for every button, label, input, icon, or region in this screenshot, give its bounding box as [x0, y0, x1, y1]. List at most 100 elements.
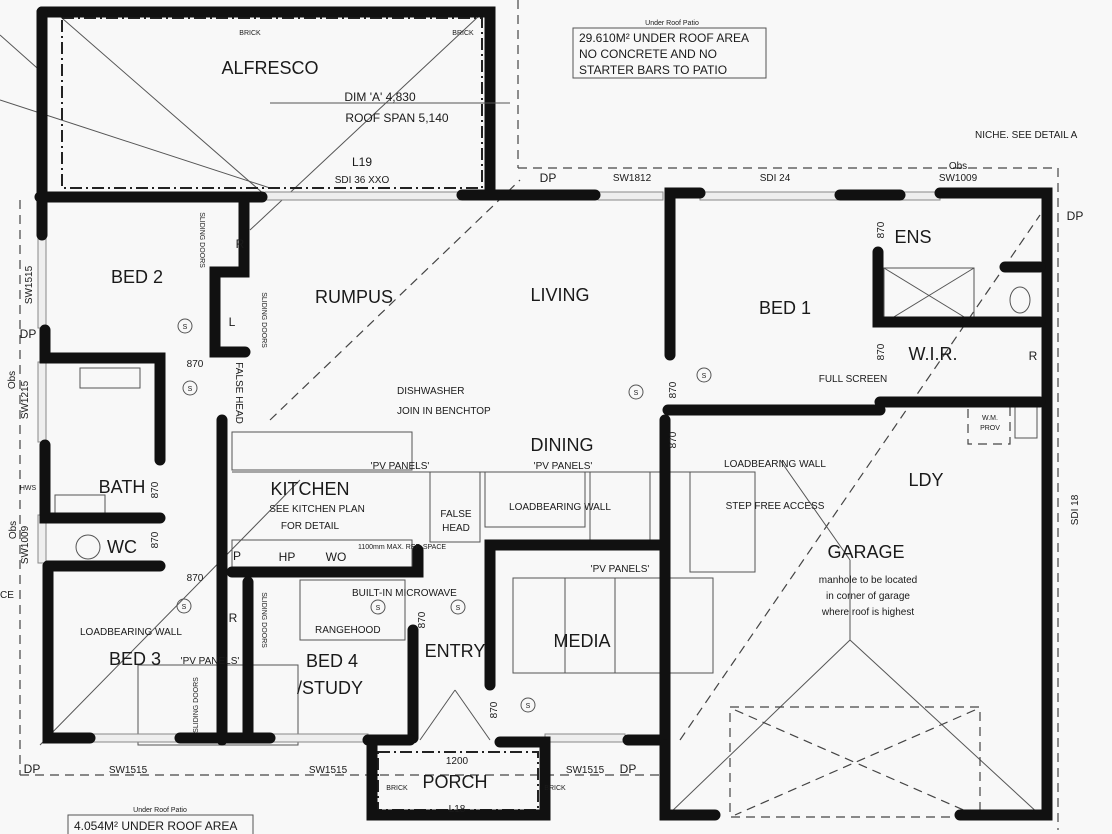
alfresco-dimensions: DIM 'A' 4,830 ROOF SPAN 5,140 L19 SDI 36…	[239, 30, 566, 792]
door-width: 870	[417, 611, 428, 628]
door-width: 870	[489, 701, 500, 718]
room-alfresco: ALFRESCO	[221, 58, 318, 78]
sliding-doors-note: SLIDING DOORS	[260, 292, 267, 348]
room-bath: BATH	[99, 477, 146, 497]
hws-label: HWS	[20, 485, 37, 492]
sliding-doors-note: SLIDING DOORS	[198, 212, 205, 268]
brick-label: BRICK	[544, 785, 566, 792]
step-free-access-note: STEP FREE ACCESS	[726, 501, 825, 512]
dishwasher-note: DISHWASHER	[397, 386, 464, 397]
room-garage: GARAGE	[827, 542, 904, 562]
robe-label: R	[229, 611, 238, 625]
brick-label: BRICK	[452, 30, 474, 37]
sliding-doors-note: SLIDING DOORS	[193, 677, 200, 733]
room-rumpus: RUMPUS	[315, 287, 393, 307]
svg-text:S: S	[182, 604, 187, 611]
patio-note-line: 29.610M² UNDER ROOF AREA	[579, 31, 749, 45]
lintel-label: L19	[352, 155, 372, 169]
room-dining: DINING	[531, 435, 594, 455]
dim-a-label: DIM 'A' 4,830	[344, 90, 416, 104]
room-bed-1: BED 1	[759, 298, 811, 318]
downpipe-label: DP	[24, 762, 41, 776]
room-media: MEDIA	[553, 631, 610, 651]
room-porch: PORCH	[422, 772, 487, 792]
porch-width: 1200	[446, 756, 469, 767]
front-note-caption: Under Roof Patio	[133, 807, 187, 814]
wm-prov-note: PROV	[980, 425, 1000, 432]
front-note-line: 4.054M² UNDER ROOF AREA	[74, 819, 237, 833]
rangehood-note: RANGEHOOD	[315, 625, 381, 636]
full-screen-note: FULL SCREEN	[819, 374, 888, 385]
brick-label: BRICK	[386, 785, 408, 792]
pv-panels-note: 'PV PANELS'	[181, 656, 240, 667]
svg-text:S: S	[188, 386, 193, 393]
loadbearing-wall-note: LOADBEARING WALL	[80, 627, 182, 638]
wm-prov-note: W.M.	[982, 415, 998, 422]
microwave-note: BUILT-IN MICROWAVE	[352, 588, 457, 599]
patio-note-line: NO CONCRETE AND NO	[579, 47, 717, 61]
manhole-note: in corner of garage	[826, 591, 910, 602]
room-wc: WC	[107, 537, 137, 557]
window-sw1009: SW1009	[939, 173, 978, 184]
door-width: 870	[187, 359, 204, 370]
door-width: 870	[668, 431, 679, 448]
pv-panels-note: 'PV PANELS'	[371, 461, 430, 472]
window-sw1009: SW1009	[20, 525, 31, 564]
room-bed-3: BED 3	[109, 649, 161, 669]
room-ensuite: ENS	[894, 227, 931, 247]
door-width: 870	[187, 573, 204, 584]
sliding-doors-note: SLIDING DOORS	[260, 592, 267, 648]
pv-panels-note: 'PV PANELS'	[534, 461, 593, 472]
roof-lines	[0, 0, 1059, 830]
room-laundry: LDY	[908, 470, 943, 490]
robe-label: R	[1029, 349, 1038, 363]
wall-oven-label: WO	[326, 550, 347, 564]
obscure-label: Obs	[7, 371, 18, 389]
loadbearing-wall-note: LOADBEARING WALL	[509, 502, 611, 513]
walls	[34, 6, 1053, 821]
door-width: 870	[876, 343, 887, 360]
pantry-label: P	[233, 549, 241, 563]
linen-label: L	[229, 315, 236, 329]
false-head-note: FALSE	[440, 509, 471, 520]
window-sw1812: SW1812	[613, 173, 652, 184]
room-wir: W.I.R.	[909, 344, 958, 364]
room-study: /STUDY	[297, 678, 363, 698]
patio-note: Under Roof Patio 29.610M² UNDER ROOF ARE…	[572, 20, 767, 79]
window-sw1515: SW1515	[309, 765, 348, 776]
join-benchtop-note: JOIN IN BENCHTOP	[397, 406, 491, 417]
roof-span-label: ROOF SPAN 5,140	[345, 111, 448, 125]
svg-text:S: S	[634, 390, 639, 397]
false-head-note: HEAD	[442, 523, 470, 534]
downpipe-label: DP	[620, 762, 637, 776]
svg-text:S: S	[702, 373, 707, 380]
room-bed-2: BED 2	[111, 267, 163, 287]
window-sw1515: SW1515	[109, 765, 148, 776]
downpipe-label: DP	[540, 171, 557, 185]
svg-text:S: S	[526, 703, 531, 710]
room-entry: ENTRY	[425, 641, 486, 661]
brick-label: BRICK	[239, 30, 261, 37]
svg-text:S: S	[183, 324, 188, 331]
partial-note: CE	[0, 590, 14, 601]
obscure-label: Obs	[949, 161, 967, 172]
niche-note: NICHE. SEE DETAIL A	[975, 130, 1078, 141]
downpipe-label: DP	[20, 327, 37, 341]
window-sw1515: SW1515	[24, 265, 35, 304]
alfresco-door-label: SDI 36 XXO	[335, 175, 390, 186]
door-sdi18: SDI 18	[1070, 494, 1081, 525]
svg-text:S: S	[456, 605, 461, 612]
room-living: LIVING	[530, 285, 589, 305]
see-kitchen-plan-note: SEE KITCHEN PLAN	[269, 504, 365, 515]
smoke-detector-icon: S S S S S S S S	[176, 318, 712, 713]
pv-panels-note: 'PV PANELS'	[591, 564, 650, 575]
opening-labels: DP SW1812 SDI 24 Obs SW1009 DP DP DP DP …	[7, 161, 1083, 815]
downpipe-label: DP	[1067, 209, 1084, 223]
hotplate-label: HP	[279, 550, 296, 564]
loadbearing-wall-note: LOADBEARING WALL	[724, 459, 826, 470]
door-width: 870	[150, 481, 161, 498]
robe-label: R	[236, 237, 245, 251]
window-sw1215: SW1215	[20, 380, 31, 419]
front-note: Under Roof Patio 4.054M² UNDER ROOF AREA	[67, 807, 254, 834]
